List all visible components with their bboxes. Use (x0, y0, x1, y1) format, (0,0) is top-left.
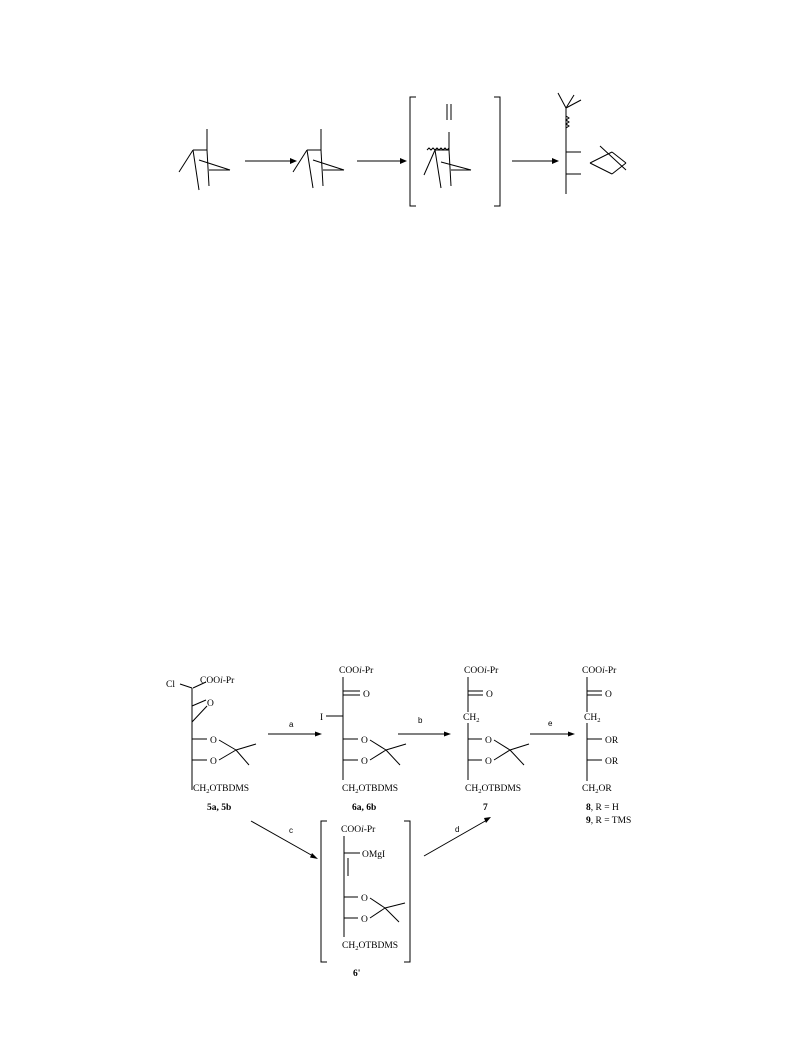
compound-8-9: COOi-Pr O CH2 OR OR CH2OR 8, R = H 9, R … (582, 666, 631, 826)
acetonide-o2: O (210, 757, 217, 767)
arrowhead (444, 731, 451, 737)
ester-label: COOi-Pr (200, 676, 235, 686)
epoxide-oxygen: O (207, 699, 214, 709)
acetonide-o1: O (485, 736, 492, 746)
arrowhead (484, 817, 491, 823)
structure-2 (292, 129, 345, 189)
arrowhead (400, 158, 407, 164)
arrow-d (423, 819, 488, 857)
acetonide-o2: O (361, 915, 368, 925)
compound-5: Cl COOi-Pr O O O CH2OTBDMS 5a, 5b (166, 676, 257, 813)
hydroxyl-1: OR (605, 736, 619, 746)
keto-oxygen: O (486, 690, 493, 700)
ch2-otbdms: CH2OTBDMS (465, 784, 521, 795)
arrowhead (552, 158, 559, 164)
compound-6: COOi-Pr O I O O CH2OTBDMS 6a, 6b (320, 666, 407, 813)
omgi-label: OMgI (362, 850, 385, 860)
compound-label-8: 8, R = H (586, 803, 619, 813)
compound-label-5: 5a, 5b (207, 803, 231, 813)
arrow-c (250, 820, 314, 857)
compound-6-prime: COOi-Pr OMgI O O CH2OTBDMS 6' (320, 820, 411, 979)
compound-label-9: 9, R = TMS (586, 816, 631, 826)
ester-label: COOi-Pr (464, 666, 499, 676)
keto-oxygen: O (363, 690, 370, 700)
arrow-label-a: a (289, 720, 294, 729)
ch2-label: CH2 (584, 713, 600, 724)
acetonide-o2: O (361, 757, 368, 767)
arrowhead (310, 853, 318, 859)
ch2-label: CH2 (463, 713, 479, 724)
compound-7: COOi-Pr O CH2 O O CH2OTBDMS 7 (463, 666, 530, 813)
ch2-or: CH2OR (582, 784, 612, 795)
arrow-label-c: c (289, 826, 293, 835)
compound-label-7: 7 (483, 803, 488, 813)
acetonide-o2: O (485, 757, 492, 767)
arrowhead (568, 731, 575, 737)
reaction-scheme-top (178, 92, 627, 207)
ester-label: COOi-Pr (582, 666, 617, 676)
arrow-label-b: b (418, 716, 423, 725)
arrowhead (290, 158, 297, 164)
ch2-otbdms: CH2OTBDMS (193, 784, 249, 795)
chloro-label: Cl (166, 680, 175, 690)
compound-label-6: 6a, 6b (352, 803, 376, 813)
acetonide-o1: O (361, 736, 368, 746)
acetonide-o1: O (210, 736, 217, 746)
bracketed-intermediate (409, 96, 501, 207)
structure-1 (178, 129, 231, 191)
keto-oxygen: O (605, 690, 612, 700)
ester-label: COOi-Pr (339, 666, 374, 676)
ester-label: COOi-Pr (341, 825, 376, 835)
compound-label-6-prime: 6' (353, 969, 360, 979)
hydroxyl-2: OR (605, 757, 619, 767)
acetonide-o1: O (361, 894, 368, 904)
ch2-otbdms: CH2OTBDMS (342, 941, 398, 952)
arrow-label-e: e (548, 719, 553, 728)
iodo-label: I (320, 713, 323, 723)
product-structure (557, 92, 627, 194)
ch2-otbdms: CH2OTBDMS (342, 784, 398, 795)
arrow-label-d: d (455, 825, 459, 834)
arrowhead (315, 731, 322, 737)
